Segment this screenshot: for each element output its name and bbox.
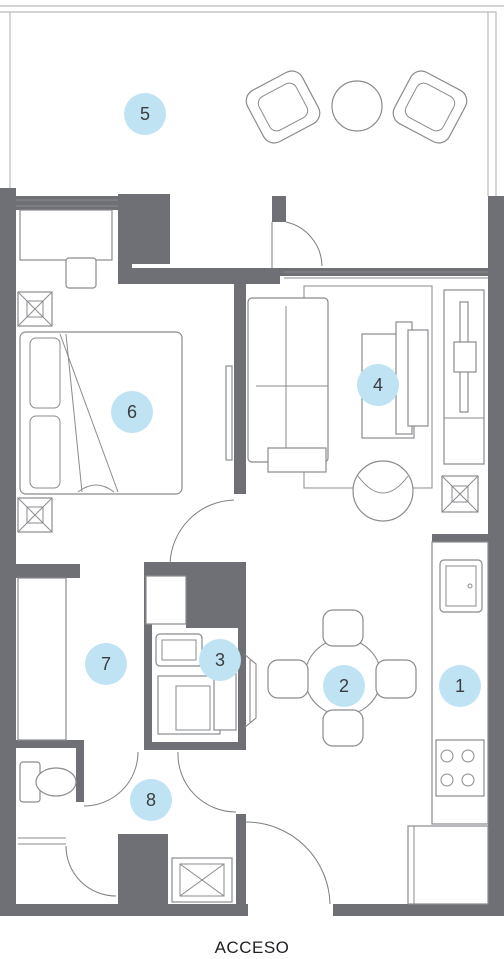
room-marker-1: 1	[439, 665, 481, 707]
side-table	[441, 475, 479, 513]
terrace-armchair-left	[245, 70, 321, 144]
room-number-6: 6	[127, 402, 137, 422]
room-marker-7: 7	[85, 643, 127, 685]
desk	[19, 209, 113, 289]
walls	[0, 188, 504, 916]
room-marker-2: 2	[323, 665, 365, 707]
terrace	[0, 5, 504, 196]
room-number-4: 4	[373, 375, 383, 395]
terrace-armchair-right	[392, 70, 468, 144]
terrace-table	[331, 80, 383, 132]
room-marker-3: 3	[199, 639, 241, 681]
bathroom-sink	[171, 857, 233, 903]
nightstand-bottom	[17, 497, 53, 533]
room-marker-6: 6	[111, 391, 153, 433]
room-number-5: 5	[140, 104, 150, 124]
sofa	[247, 297, 329, 473]
nightstand-top	[17, 291, 53, 327]
tv-bedroom	[225, 365, 233, 461]
shower	[18, 837, 66, 845]
room-number-3: 3	[215, 650, 225, 670]
room-number-8: 8	[146, 790, 156, 810]
room-number-2: 2	[339, 676, 349, 696]
living-armchair	[352, 460, 414, 522]
wardrobe	[17, 577, 67, 741]
room-marker-4: 4	[357, 364, 399, 406]
doors	[65, 221, 331, 905]
entrance-label: ACCESO	[214, 938, 290, 957]
toilet	[19, 761, 77, 803]
room-marker-5: 5	[124, 93, 166, 135]
bed	[19, 331, 183, 495]
windows	[16, 199, 488, 279]
room-number-7: 7	[101, 654, 111, 674]
tv-unit	[443, 289, 485, 465]
fridge	[407, 825, 489, 905]
room-number-1: 1	[455, 676, 465, 696]
room-marker-8: 8	[130, 779, 172, 821]
